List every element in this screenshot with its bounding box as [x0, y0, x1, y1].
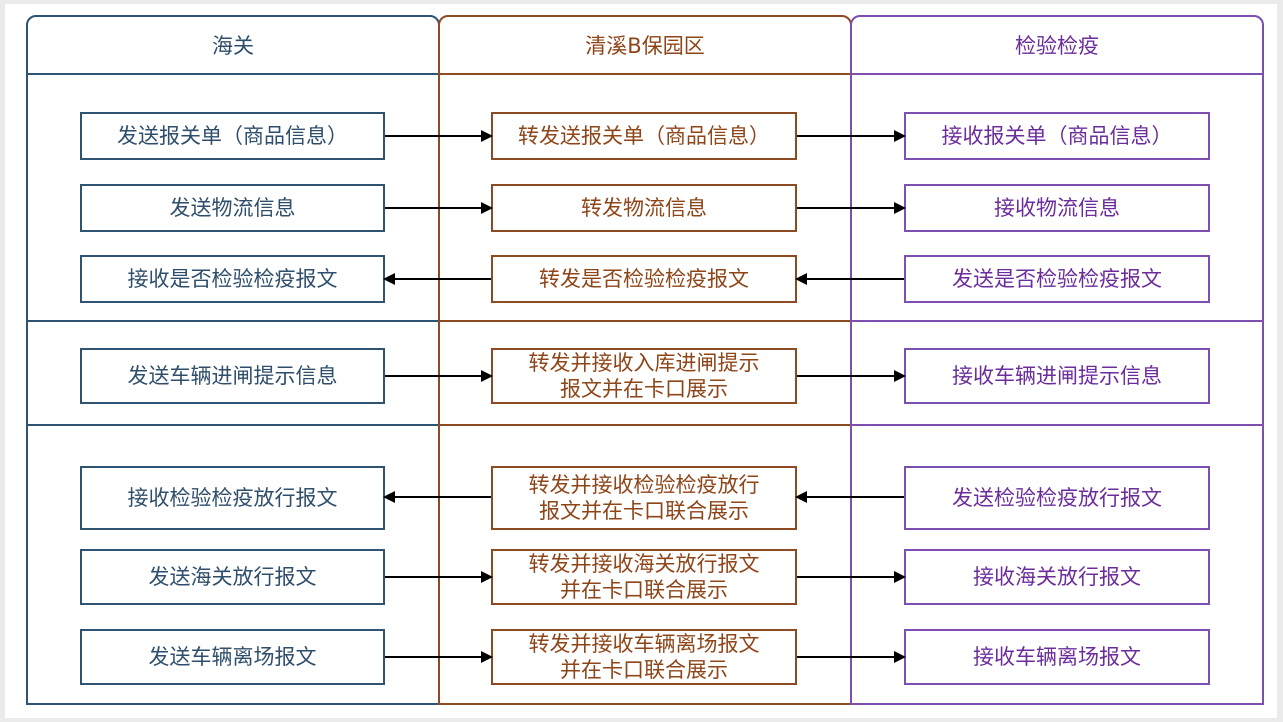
- flow-arrow-left: [383, 273, 491, 285]
- customs-step-box: 发送物流信息: [80, 184, 385, 232]
- bonded-step-box: 转发并接收车辆离场报文 并在卡口联合展示: [491, 629, 797, 685]
- section-divider-ciq: [850, 320, 1264, 322]
- section-divider-customs: [26, 424, 440, 426]
- lane-header-ciq: 检验检疫: [1015, 34, 1099, 58]
- ciq-step-box: 发送是否检验检疫报文: [904, 255, 1210, 303]
- flow-arrow-right: [385, 130, 493, 142]
- section-divider-customs: [26, 320, 440, 322]
- swimlane-diagram: 海关 清溪B保园区 检验检疫 发送报关单（商品信息） 转发送报关单（商品信息） …: [5, 4, 1277, 718]
- lane-ciq: [850, 15, 1264, 705]
- flow-arrow-right: [385, 202, 493, 214]
- bonded-step-box: 转发是否检验检疫报文: [491, 255, 797, 303]
- header-divider-customs: [26, 73, 440, 75]
- ciq-step-box: 接收车辆进闸提示信息: [904, 348, 1210, 404]
- section-divider-bonded: [438, 424, 852, 426]
- section-divider-bonded: [438, 320, 852, 322]
- ciq-step-box: 接收物流信息: [904, 184, 1210, 232]
- flow-arrow-left: [795, 273, 904, 285]
- flow-arrow-right: [385, 370, 493, 382]
- bonded-step-box: 转发并接收检验检疫放行 报文并在卡口联合展示: [491, 466, 797, 530]
- customs-step-box: 接收是否检验检疫报文: [80, 255, 385, 303]
- customs-step-box: 发送海关放行报文: [80, 549, 385, 605]
- bonded-step-box: 转发送报关单（商品信息）: [491, 112, 797, 160]
- customs-step-box: 发送车辆进闸提示信息: [80, 348, 385, 404]
- lane-header-bonded: 清溪B保园区: [585, 34, 705, 58]
- ciq-step-box: 接收海关放行报文: [904, 549, 1210, 605]
- bonded-step-box: 转发并接收海关放行报文 并在卡口联合展示: [491, 549, 797, 605]
- customs-step-box: 接收检验检疫放行报文: [80, 466, 385, 530]
- bonded-step-box: 转发物流信息: [491, 184, 797, 232]
- flow-arrow-right: [385, 651, 493, 663]
- flow-arrow-right: [385, 571, 493, 583]
- flow-arrow-right: [797, 651, 906, 663]
- customs-step-box: 发送报关单（商品信息）: [80, 112, 385, 160]
- section-divider-ciq: [850, 424, 1264, 426]
- ciq-step-box: 接收报关单（商品信息）: [904, 112, 1210, 160]
- ciq-step-box: 发送检验检疫放行报文: [904, 466, 1210, 530]
- flow-arrow-right: [797, 370, 906, 382]
- flow-arrow-right: [797, 571, 906, 583]
- header-divider-bonded: [438, 73, 852, 75]
- flow-arrow-left: [795, 491, 904, 503]
- flow-arrow-right: [797, 130, 906, 142]
- flow-arrow-left: [383, 491, 491, 503]
- flow-arrow-right: [797, 202, 906, 214]
- customs-step-box: 发送车辆离场报文: [80, 629, 385, 685]
- lane-header-customs: 海关: [212, 34, 254, 58]
- ciq-step-box: 接收车辆离场报文: [904, 629, 1210, 685]
- bonded-step-box: 转发并接收入库进闸提示 报文并在卡口展示: [491, 348, 797, 404]
- header-divider-ciq: [850, 73, 1264, 75]
